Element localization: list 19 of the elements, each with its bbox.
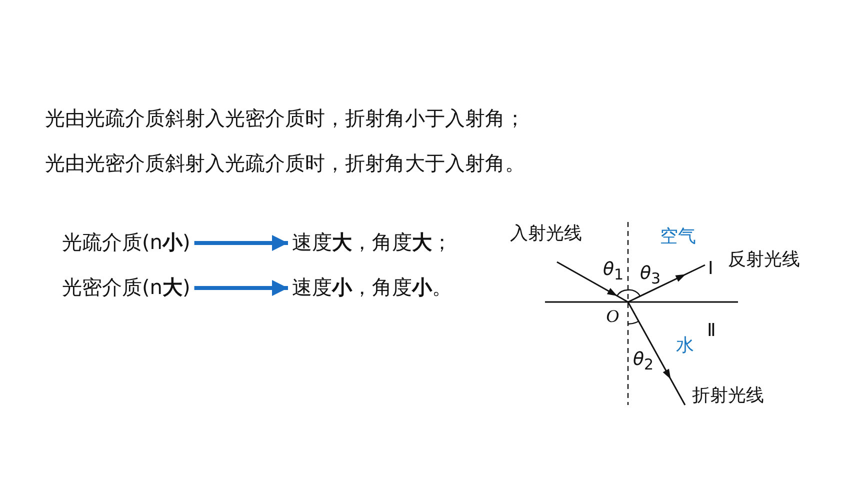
medium-label: 水	[676, 334, 694, 358]
ray-number: Ⅰ	[708, 257, 713, 280]
statement-text: 速度大，角度大；	[292, 230, 452, 254]
ray-label: 折射光线	[692, 384, 764, 408]
angle-label: θ$_{3}$	[640, 262, 661, 290]
statement-text: 光密介质(n大)	[62, 275, 190, 299]
sentence-text: 光由光疏介质斜射入光密介质时，折射角小于入射角；	[45, 106, 525, 130]
statement-text: 速度小，角度小。	[292, 275, 452, 299]
sentence-text: 光由光密介质斜射入光疏介质时，折射角大于入射角。	[45, 151, 525, 175]
medium-label: 空气	[660, 225, 696, 249]
ray-label: 反射光线	[728, 248, 800, 272]
ray-label: 入射光线	[510, 222, 582, 246]
statement-text: 光疏介质(n小)	[62, 230, 190, 254]
point-label: O	[606, 305, 619, 328]
ray-number: Ⅱ	[707, 319, 716, 342]
angle-label: θ$_{1}$	[603, 258, 624, 286]
arrow	[194, 280, 288, 296]
arrow	[194, 235, 288, 251]
angle-label: θ$_{2}$	[633, 348, 654, 376]
